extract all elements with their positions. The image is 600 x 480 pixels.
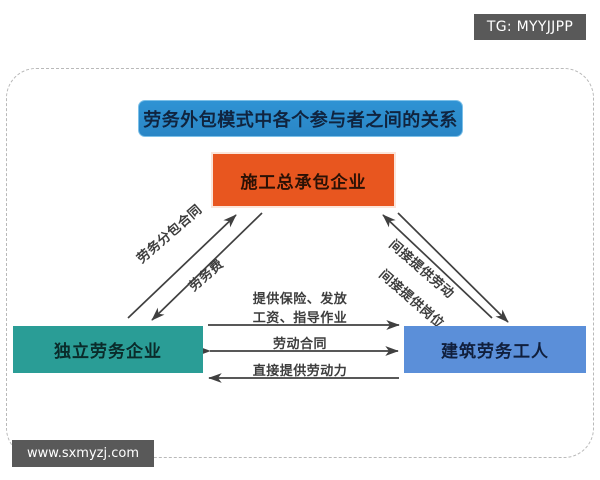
edge-label-insurance-line2: 工资、指导作业: [252, 311, 348, 326]
edge-label-direct-labor: 直接提供劳动力: [252, 364, 348, 379]
node-construction-workers[interactable]: 建筑劳务工人: [404, 326, 586, 373]
node-independent-labor-firm[interactable]: 独立劳务企业: [13, 326, 203, 373]
tg-badge-label: TG: MYYJJPP: [486, 19, 574, 35]
node-general-contractor-label: 施工总承包企业: [240, 172, 367, 193]
site-watermark: www.sxmyzj.com: [12, 440, 154, 467]
page-title: 劳务外包模式中各个参与者之间的关系: [143, 109, 458, 131]
node-independent-labor-firm-label: 独立劳务企业: [54, 342, 162, 362]
site-watermark-label: www.sxmyzj.com: [27, 446, 139, 461]
edge-label-insurance-line1: 提供保险、发放: [252, 292, 348, 307]
tg-badge: TG: MYYJJPP: [474, 14, 586, 40]
diagram-title-box: 劳务外包模式中各个参与者之间的关系: [138, 100, 463, 137]
node-general-contractor[interactable]: 施工总承包企业: [211, 152, 396, 208]
node-construction-workers-label: 建筑劳务工人: [441, 342, 549, 362]
